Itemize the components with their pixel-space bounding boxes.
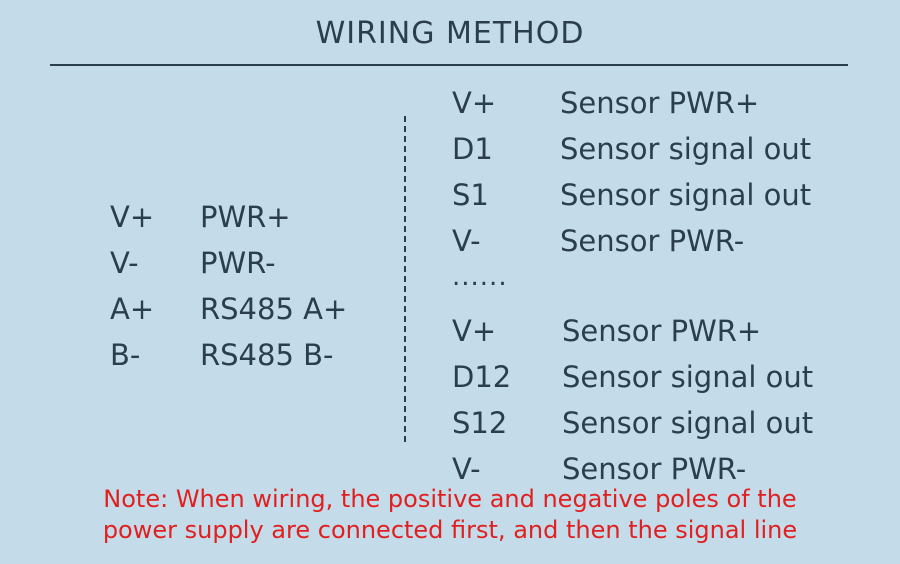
- pin-description: PWR-: [200, 246, 276, 280]
- pin-label: V-: [110, 246, 139, 280]
- pin-label: B-: [110, 338, 141, 372]
- pin-label: D12: [452, 360, 512, 394]
- left-pin-row: A+ RS485 A+: [110, 286, 347, 332]
- pin-label: V+: [452, 314, 497, 348]
- pin-description: PWR+: [200, 200, 291, 234]
- title-divider: [50, 64, 848, 66]
- continuation-ellipsis: ......: [452, 262, 508, 292]
- wiring-note: Note: When wiring, the positive and nega…: [0, 484, 900, 546]
- right-pin-row: V- Sensor PWR-: [452, 218, 813, 264]
- note-line-1: Note: When wiring, the positive and nega…: [103, 485, 797, 513]
- pin-label: V+: [452, 86, 497, 120]
- pin-description: Sensor signal out: [562, 406, 814, 440]
- pin-description: Sensor PWR+: [560, 86, 760, 120]
- note-line-2: power supply are connected first, and th…: [102, 516, 798, 544]
- pin-label: D1: [452, 132, 493, 166]
- right-pin-table: V+ Sensor PWR+ D1 Sensor signal out S1 S…: [452, 80, 813, 492]
- pin-label: S1: [452, 178, 489, 212]
- right-pin-row: D1 Sensor signal out: [452, 126, 813, 172]
- pin-description: Sensor signal out: [562, 360, 814, 394]
- pin-label: S12: [452, 406, 508, 440]
- pin-description: Sensor PWR+: [562, 314, 762, 348]
- left-pin-row: V+ PWR+: [110, 194, 347, 240]
- right-pin-row: V- Sensor PWR-: [452, 446, 813, 492]
- pin-label: V-: [452, 452, 481, 486]
- right-pin-row: S12 Sensor signal out: [452, 400, 813, 446]
- left-pin-row: V- PWR-: [110, 240, 347, 286]
- page-title: WIRING METHOD: [315, 16, 585, 51]
- right-pin-row: V+ Sensor PWR+: [452, 80, 813, 126]
- right-pin-row: V+ Sensor PWR+: [452, 308, 813, 354]
- pin-description: RS485 B-: [200, 338, 334, 372]
- pin-label: V-: [452, 224, 481, 258]
- pin-description: Sensor PWR-: [562, 452, 747, 486]
- sensor-group-last: V+ Sensor PWR+ D12 Sensor signal out S12…: [452, 308, 813, 492]
- pin-description: Sensor PWR-: [560, 224, 745, 258]
- pin-label: V+: [110, 200, 155, 234]
- dashed-divider: [404, 116, 406, 442]
- pin-description: Sensor signal out: [560, 132, 812, 166]
- right-pin-row: D12 Sensor signal out: [452, 354, 813, 400]
- sensor-group-first: V+ Sensor PWR+ D1 Sensor signal out S1 S…: [452, 80, 813, 264]
- left-pin-row: B- RS485 B-: [110, 332, 347, 378]
- pin-description: Sensor signal out: [560, 178, 812, 212]
- right-pin-row: S1 Sensor signal out: [452, 172, 813, 218]
- left-pin-table: V+ PWR+ V- PWR- A+ RS485 A+ B- RS485 B-: [110, 194, 347, 378]
- pin-label: A+: [110, 292, 155, 326]
- pin-description: RS485 A+: [200, 292, 348, 326]
